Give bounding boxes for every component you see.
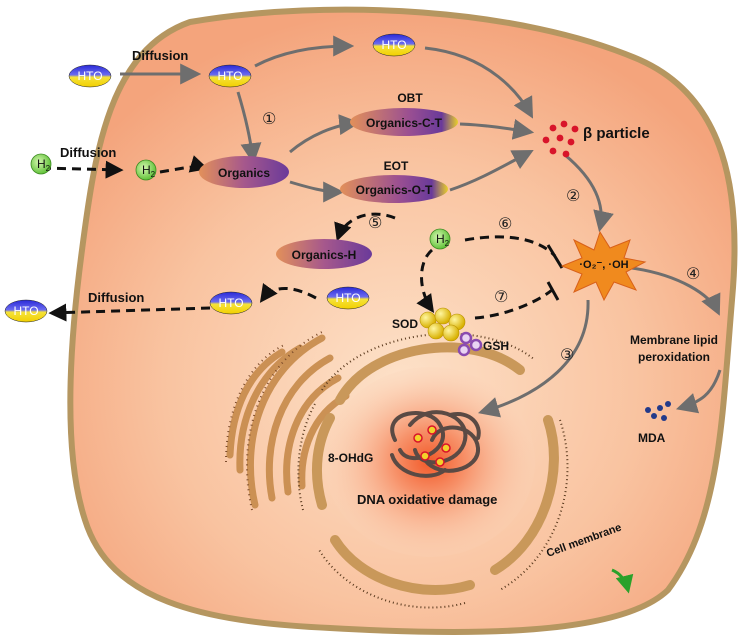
dna-strands <box>390 410 481 478</box>
8-ohdg-sites <box>413 425 451 467</box>
inhibition-lines <box>464 235 564 320</box>
label-gsh: GSH <box>483 339 509 353</box>
label-organics-ot: Organics-O-T <box>356 183 433 197</box>
h2-molecules <box>30 153 451 250</box>
label-h2-center: H2 <box>436 232 450 248</box>
label-membrane-lipid-1: Membrane lipid <box>630 333 718 347</box>
beta-particle-dots <box>542 120 579 158</box>
label-diffusion-h2: Diffusion <box>60 145 116 160</box>
mda-dots <box>645 401 671 421</box>
label-h2-outside: H2 <box>37 157 51 173</box>
label-diffusion-out: Diffusion <box>88 290 144 305</box>
label-hto-mid: HTO <box>218 296 243 310</box>
dashed-arrows <box>41 155 435 322</box>
label-8-ohdg: 8-OHdG <box>328 451 373 465</box>
step-1: ① <box>262 109 276 128</box>
label-dna-damage: DNA oxidative damage <box>357 492 497 507</box>
label-hto-mid-right: HTO <box>335 291 360 305</box>
step-7: ⑦ <box>494 287 508 306</box>
gray-arrows <box>120 35 722 418</box>
label-organics: Organics <box>218 166 270 180</box>
nucleus-envelope <box>312 342 559 595</box>
label-sod: SOD <box>392 317 418 331</box>
label-organics-h: Organics-H <box>292 248 357 262</box>
label-obt: OBT <box>397 91 423 105</box>
label-radicals: ·O₂⁻, ·OH <box>579 259 628 271</box>
label-organics-ct: Organics-C-T <box>366 116 443 130</box>
label-hto-top-right: HTO <box>381 38 406 52</box>
step-2: ② <box>566 186 580 205</box>
label-hto-outside-left: HTO <box>13 304 38 318</box>
label-h2-inside: H2 <box>142 163 156 179</box>
step-3: ③ <box>560 345 574 364</box>
organics-ot-blob <box>340 175 448 203</box>
ros-burst <box>560 230 647 302</box>
step-6: ⑥ <box>498 214 512 233</box>
step-4: ④ <box>686 264 700 283</box>
label-diffusion-top: Diffusion <box>132 48 188 63</box>
label-membrane-lipid-2: peroxidation <box>638 350 710 364</box>
label-mda: MDA <box>638 431 666 445</box>
gsh-rings <box>457 331 483 357</box>
step-5: ⑤ <box>368 213 382 232</box>
organics-h-blob <box>276 239 372 269</box>
sod-spheres <box>419 307 466 342</box>
label-hto-outside-top: HTO <box>77 69 102 83</box>
organics-blob <box>199 156 289 188</box>
cell-membrane-arrow <box>611 568 634 594</box>
label-hto-inside-top: HTO <box>217 69 242 83</box>
organics-ct-blob <box>350 108 458 136</box>
er-dots <box>225 331 323 511</box>
label-beta-particle: β particle <box>583 125 650 142</box>
label-eot: EOT <box>384 159 409 173</box>
hto-molecules <box>4 33 416 323</box>
